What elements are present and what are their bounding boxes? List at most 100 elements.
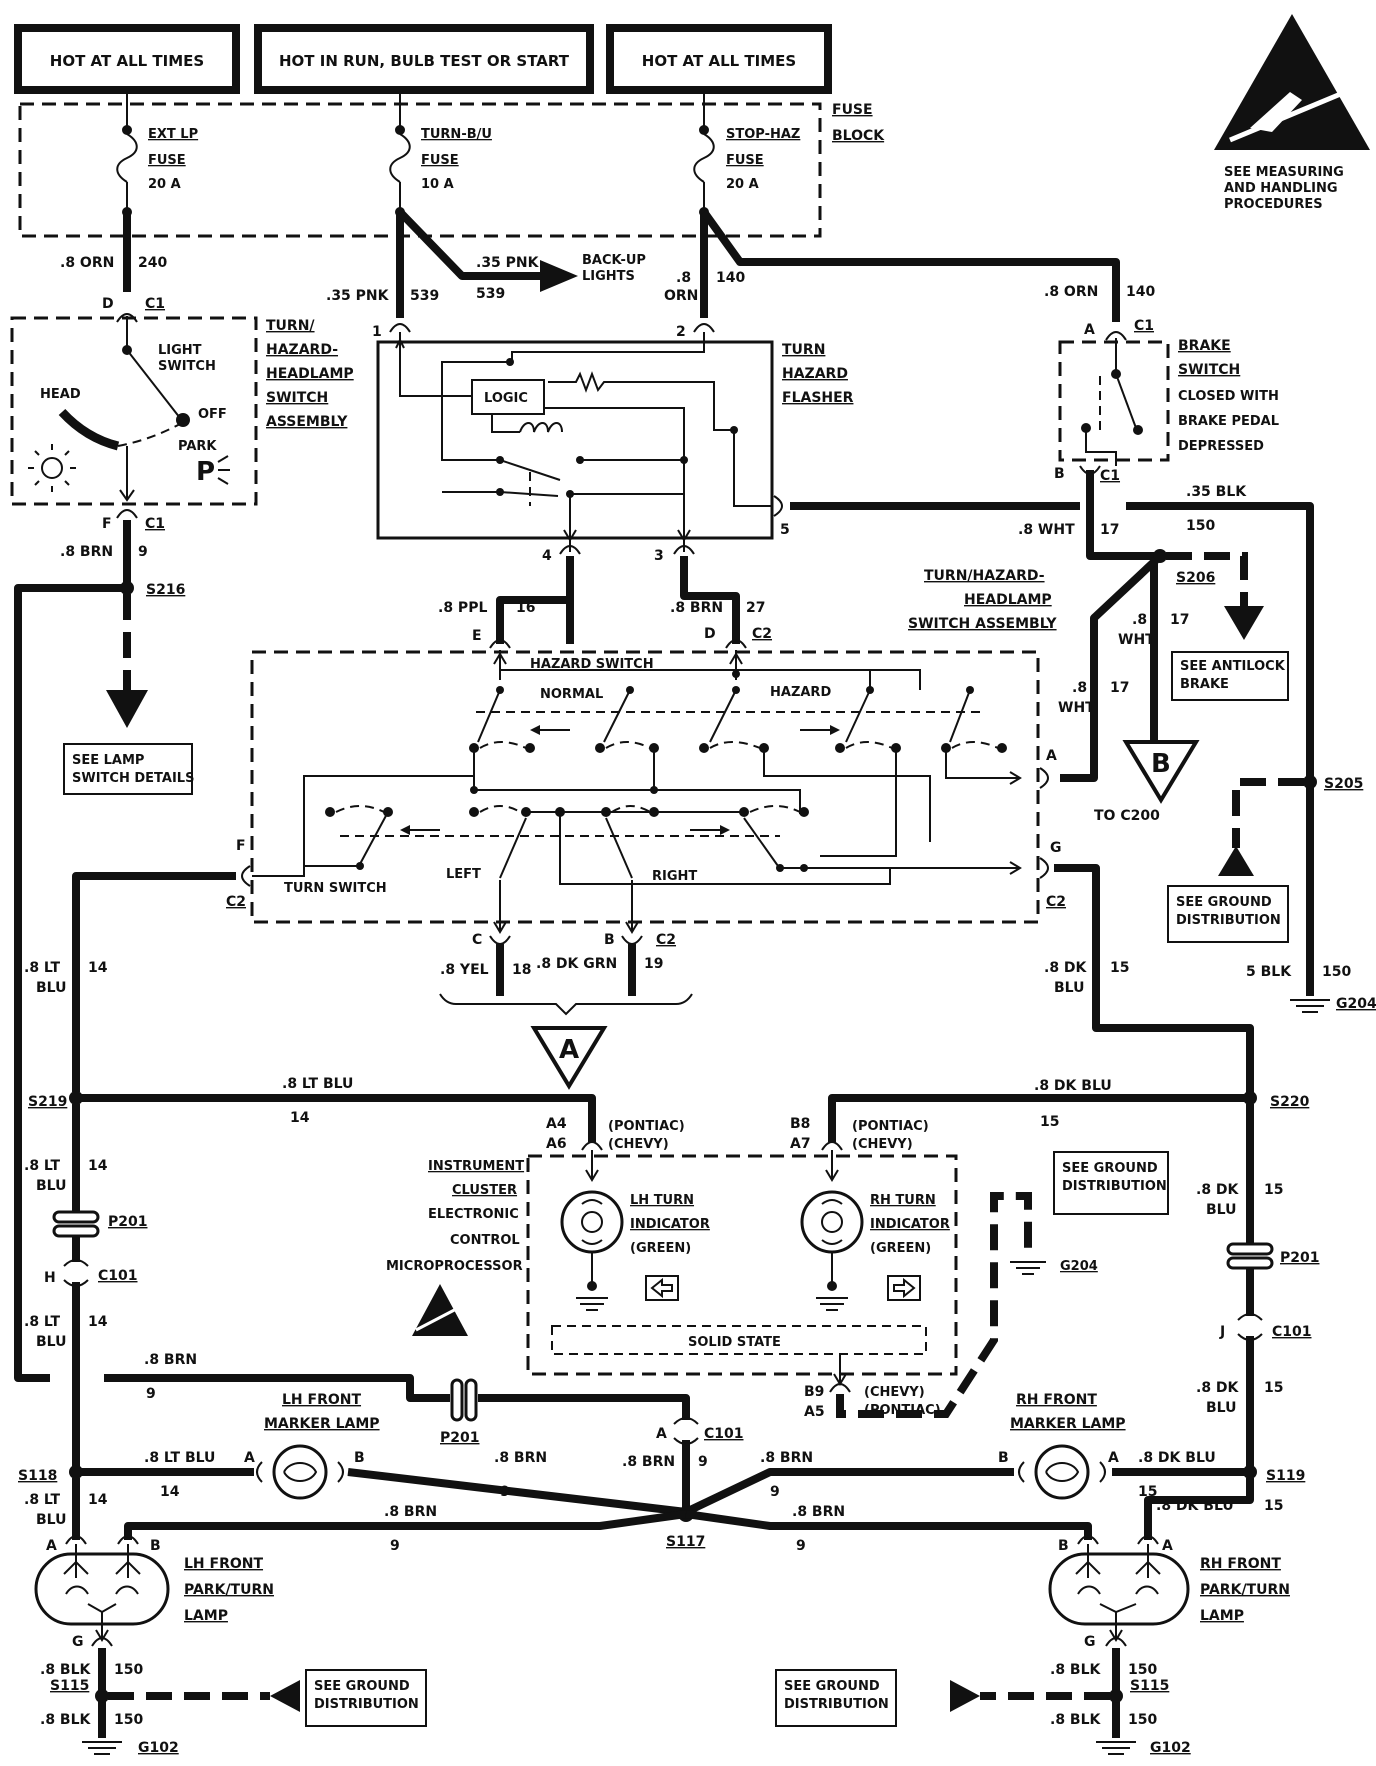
wire-18-label: .8 YEL bbox=[440, 962, 489, 978]
wire-15b-label-2: BLU bbox=[1206, 1202, 1236, 1218]
hazard-c2-left: C2 bbox=[226, 894, 246, 910]
wire-14b-circuit: 14 bbox=[88, 1158, 108, 1174]
wire-14c-label-2: BLU bbox=[36, 1334, 66, 1350]
cluster-rh-pontiac: (PONTIAC) bbox=[852, 1119, 929, 1134]
splice-s118-label: S118 bbox=[18, 1468, 57, 1484]
rh-marker-pin-a: A bbox=[1108, 1450, 1119, 1466]
connector-p201-right: P201 bbox=[1226, 1242, 1319, 1270]
wire-140-label-b: ORN bbox=[664, 288, 698, 304]
flasher-pin-5: 5 bbox=[780, 522, 790, 538]
p201-right-label: P201 bbox=[1280, 1250, 1319, 1266]
ground-g102-right: G102 bbox=[1096, 1740, 1191, 1756]
wire-27-label: .8 BRN bbox=[670, 600, 723, 616]
wire-9c-label: .8 BRN bbox=[622, 1454, 675, 1470]
esd-warning-icon: SEE MEASURING AND HANDLING PROCEDURES bbox=[1214, 14, 1370, 212]
position-off: OFF bbox=[198, 407, 227, 422]
wire-19-circuit: 19 bbox=[644, 956, 663, 972]
ref-ground-left-1: SEE GROUND bbox=[314, 1679, 410, 1694]
position-park: PARK bbox=[178, 439, 217, 454]
wire-150d-circuit: 150 bbox=[114, 1712, 143, 1728]
backup-label-1: BACK-UP bbox=[582, 253, 646, 268]
wire-150b-circuit: 150 bbox=[1322, 964, 1351, 980]
wire-150e-label: .8 BLK bbox=[1050, 1662, 1102, 1678]
wire-9-to-c101 bbox=[478, 1394, 690, 1420]
p201-left-label: P201 bbox=[108, 1214, 147, 1230]
ref-antilock-brake: SEE ANTILOCK BRAKE bbox=[1171, 651, 1289, 701]
fuse-stop-haz-name: STOP-HAZ bbox=[726, 127, 800, 142]
wire-15c-label-1: .8 DK bbox=[1196, 1380, 1240, 1396]
wire-9-left-run bbox=[14, 584, 127, 1382]
connector-c101-left: H C101 bbox=[44, 1259, 138, 1287]
wire-9-label: .8 BRN bbox=[60, 544, 113, 560]
brake-desc-2: BRAKE PEDAL bbox=[1178, 414, 1279, 429]
headlamp-icon bbox=[28, 444, 76, 492]
wire-17-to-hazard-a bbox=[1060, 557, 1159, 782]
flasher-pin-1: 1 bbox=[372, 324, 382, 340]
backup-circuit: 539 bbox=[476, 286, 505, 302]
rh-front-park-turn-lamp: B A G RH FRONT PARK/TURN LAMP bbox=[1048, 1535, 1290, 1650]
ref-lamp-switch-2: SWITCH DETAILS bbox=[72, 771, 194, 786]
wire-17-label: .8 WHT bbox=[1018, 522, 1075, 538]
brake-c1-bottom: C1 bbox=[1100, 468, 1120, 484]
wire-9g-label: .8 BRN bbox=[792, 1504, 845, 1520]
hazard-c2-right: C2 bbox=[1046, 894, 1066, 910]
wire-17b-label-1: .8 bbox=[1132, 612, 1147, 628]
light-switch-title-5: ASSEMBLY bbox=[266, 414, 348, 430]
hazard-pin-b: B bbox=[604, 932, 615, 948]
rh-marker-label-2: MARKER LAMP bbox=[1010, 1416, 1126, 1432]
cluster-pin-rh-1: B8 bbox=[790, 1116, 810, 1132]
left-arrow-icon bbox=[650, 1277, 673, 1299]
wire-9-lh-marker-s117 bbox=[347, 1468, 687, 1516]
hazard-switch-label: HAZARD SWITCH bbox=[530, 657, 654, 672]
splice-s119-label: S119 bbox=[1266, 1468, 1305, 1484]
fuse-block: FUSE BLOCK EXT LP FUSE 20 A TURN-B/U FUS… bbox=[18, 94, 885, 238]
fuse-stop-haz-type: FUSE bbox=[726, 153, 764, 168]
c101-right-pin-j: J bbox=[1219, 1324, 1225, 1340]
rh-marker-label-1: RH FRONT bbox=[1016, 1392, 1097, 1408]
rh-marker-pin-b: B bbox=[998, 1450, 1009, 1466]
lh-park-label-3: LAMP bbox=[184, 1608, 228, 1624]
splice-s206 bbox=[1153, 549, 1167, 563]
lh-marker-label-1: LH FRONT bbox=[282, 1392, 361, 1408]
c101-left-pin-h: H bbox=[44, 1270, 56, 1286]
wire-9-circuit: 9 bbox=[138, 544, 148, 560]
lh-park-label-1: LH FRONT bbox=[184, 1556, 263, 1572]
light-switch-title-3: HEADLAMP bbox=[266, 366, 354, 382]
wire-15-cluster-label: .8 DK BLU bbox=[1034, 1078, 1112, 1094]
rh-turn-indicator: RH TURN INDICATOR (GREEN) bbox=[800, 1150, 950, 1311]
wire-16 bbox=[496, 556, 574, 644]
wire-9d-circuit: 9 bbox=[500, 1484, 510, 1500]
flasher-pin-2: 2 bbox=[676, 324, 686, 340]
ground-g204-label: G204 bbox=[1336, 996, 1376, 1012]
wire-27 bbox=[680, 556, 740, 644]
wire-17c-label-1: .8 bbox=[1072, 680, 1087, 696]
rh-park-pin-b: B bbox=[1058, 1538, 1069, 1554]
wire-9-to-rh-park bbox=[685, 1510, 1092, 1540]
ref-ground-left-2: DISTRIBUTION bbox=[314, 1697, 419, 1712]
ground-g102-right-label: G102 bbox=[1150, 1740, 1191, 1756]
ref-antilock-2: BRAKE bbox=[1180, 677, 1229, 692]
lh-marker-label-2: MARKER LAMP bbox=[264, 1416, 380, 1432]
c101-center-pin-a: A bbox=[656, 1426, 667, 1442]
brake-c1-top: C1 bbox=[1134, 318, 1154, 334]
light-switch-label-2: SWITCH bbox=[158, 359, 216, 374]
splice-s115-right-label: S115 bbox=[1130, 1678, 1169, 1694]
splice-s115-left bbox=[95, 1689, 109, 1703]
wire-15-to-cluster bbox=[828, 1094, 1250, 1142]
wire-17-brake bbox=[1086, 470, 1160, 560]
light-switch-c1-bottom: C1 bbox=[145, 516, 165, 532]
wire-15-cluster-circuit: 15 bbox=[1040, 1114, 1059, 1130]
splice-s205 bbox=[1303, 775, 1317, 789]
wire-14-circuit: 14 bbox=[88, 960, 108, 976]
wire-150b-label: 5 BLK bbox=[1246, 964, 1292, 980]
splice-s220-label: S220 bbox=[1270, 1094, 1310, 1110]
wire-9e-label: .8 BRN bbox=[760, 1450, 813, 1466]
wire-150f-circuit: 150 bbox=[1128, 1712, 1157, 1728]
ref-ground-2-2: DISTRIBUTION bbox=[1062, 1179, 1167, 1194]
cluster-pin-gnd-2: A5 bbox=[804, 1404, 825, 1420]
hazard-hazard: HAZARD bbox=[770, 685, 831, 700]
cluster-pin-lh-2: A6 bbox=[546, 1136, 567, 1152]
wire-9g-circuit: 9 bbox=[796, 1538, 806, 1554]
fuse-ext-lp-rating: 20 A bbox=[148, 177, 181, 192]
wire-150-blk bbox=[1126, 502, 1314, 996]
